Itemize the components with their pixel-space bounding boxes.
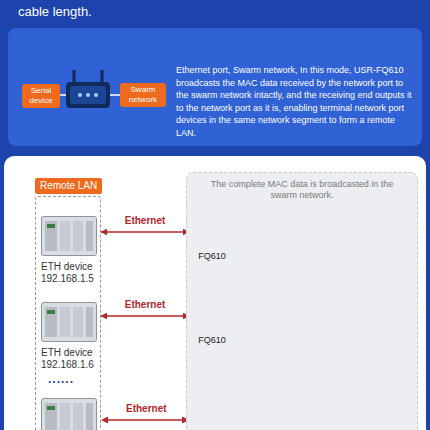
node-text: Remote LAN (35, 178, 102, 194)
node-text: ETH device (41, 347, 97, 359)
node-text: The complete MAC data is broadcasted in … (202, 179, 402, 201)
info-panel (8, 28, 422, 146)
eth-device: ETH device192.168.1.6 (37, 301, 99, 373)
swarm-network-box: Swarm network (120, 83, 166, 107)
ellipsis: ...... (48, 372, 98, 386)
eth-device-icons (42, 217, 97, 430)
serial-device-box: Serial device (22, 84, 60, 108)
eth-device: ETH device192.168.1.5 (37, 215, 99, 289)
node-text: Serial device (23, 86, 59, 106)
edge-label: Ethernet (125, 215, 166, 227)
edge-label: Ethernet (126, 403, 186, 415)
node-text: 192.168.1.5 (41, 273, 97, 285)
ethernet-arrow (101, 231, 189, 233)
node-text: ETH device (41, 261, 97, 273)
swarm-network-region: The complete MAC data is broadcasted in … (186, 172, 418, 430)
ethernet-arrow (101, 315, 189, 317)
node-text: 192.168.1.6 (41, 359, 97, 371)
edge-label: Ethernet (125, 299, 166, 311)
fq610-router: FQ610 (191, 212, 233, 264)
node-text: FQ610 (191, 250, 233, 262)
fq610-router: FQ610 (191, 296, 233, 348)
mode-description: Ethernet port, Swarm network, In this mo… (176, 64, 416, 139)
node-text: Swarm network (121, 85, 165, 105)
fq610-device-icon (60, 70, 120, 108)
node-text: FQ610 (191, 334, 233, 346)
remote-lan-region: Remote LANETH device192.168.1.5ETH devic… (35, 196, 101, 430)
ethernet-arrow (101, 417, 189, 424)
heading-fragment: cable length. (18, 4, 318, 19)
